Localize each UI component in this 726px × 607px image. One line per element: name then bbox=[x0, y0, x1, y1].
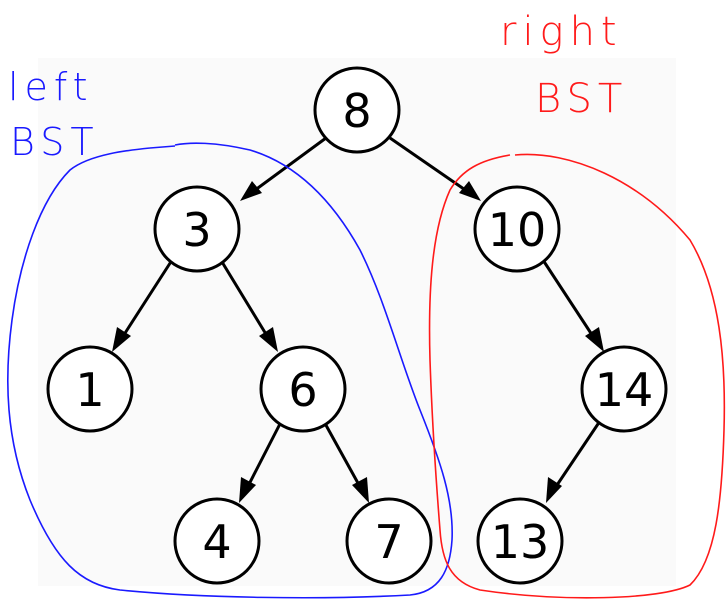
left-bst-dash bbox=[149, 145, 176, 149]
edge-6-4 bbox=[242, 417, 285, 495]
right-annotation-line1: right bbox=[500, 9, 623, 55]
arrowhead-10-14 bbox=[585, 327, 604, 352]
right-annotation-line2: BST bbox=[535, 76, 628, 122]
node-label: 10 bbox=[488, 203, 547, 257]
node-label: 6 bbox=[288, 363, 317, 417]
node-label: 4 bbox=[202, 515, 231, 569]
tree-node-7: 7 bbox=[345, 497, 433, 585]
left-bst-outline bbox=[7, 142, 453, 599]
left-annotation-line2: BST bbox=[10, 120, 100, 164]
arrowhead-8-3 bbox=[240, 181, 262, 201]
arrowhead-3-1 bbox=[112, 327, 131, 352]
node-circle bbox=[476, 497, 564, 585]
node-label: 14 bbox=[595, 363, 654, 417]
node-circle bbox=[259, 345, 347, 433]
edge-14-13 bbox=[549, 417, 604, 495]
arrowhead-8-10 bbox=[459, 181, 481, 201]
right-bst-outline bbox=[428, 153, 726, 599]
tree-node-13: 13 bbox=[476, 497, 564, 585]
arrowheads-group bbox=[112, 181, 604, 503]
tree-node-8: 8 bbox=[313, 66, 401, 154]
node-label: 8 bbox=[342, 84, 371, 138]
edge-3-6 bbox=[217, 256, 274, 345]
node-circle bbox=[153, 185, 241, 273]
tree-node-4: 4 bbox=[173, 497, 261, 585]
edge-8-10 bbox=[389, 136, 475, 198]
node-circle bbox=[46, 345, 134, 433]
arrowhead-6-4 bbox=[239, 477, 256, 503]
node-circle bbox=[345, 497, 433, 585]
node-label: 13 bbox=[491, 515, 550, 569]
arrowhead-14-13 bbox=[546, 477, 562, 503]
node-circle bbox=[473, 185, 561, 273]
edge-10-14 bbox=[539, 256, 600, 345]
node-label: 7 bbox=[374, 515, 403, 569]
node-circle bbox=[173, 497, 261, 585]
node-label: 1 bbox=[75, 363, 104, 417]
edge-3-1 bbox=[116, 256, 176, 345]
tree-node-6: 6 bbox=[259, 345, 347, 433]
arrowhead-3-6 bbox=[259, 327, 278, 352]
node-label: 3 bbox=[182, 203, 211, 257]
node-circle bbox=[313, 66, 401, 154]
tree-node-10: 10 bbox=[473, 185, 561, 273]
arrowhead-6-7 bbox=[352, 477, 369, 503]
edges-group bbox=[116, 136, 604, 495]
node-circle bbox=[580, 345, 668, 433]
tree-node-3: 3 bbox=[153, 185, 241, 273]
left-annotation-line1: left bbox=[8, 65, 94, 109]
tree-node-14: 14 bbox=[580, 345, 668, 433]
edge-6-7 bbox=[320, 417, 366, 495]
left-bst-annotation: left BST bbox=[8, 65, 100, 164]
tree-node-1: 1 bbox=[46, 345, 134, 433]
right-bst-annotation: right BST bbox=[500, 9, 628, 122]
